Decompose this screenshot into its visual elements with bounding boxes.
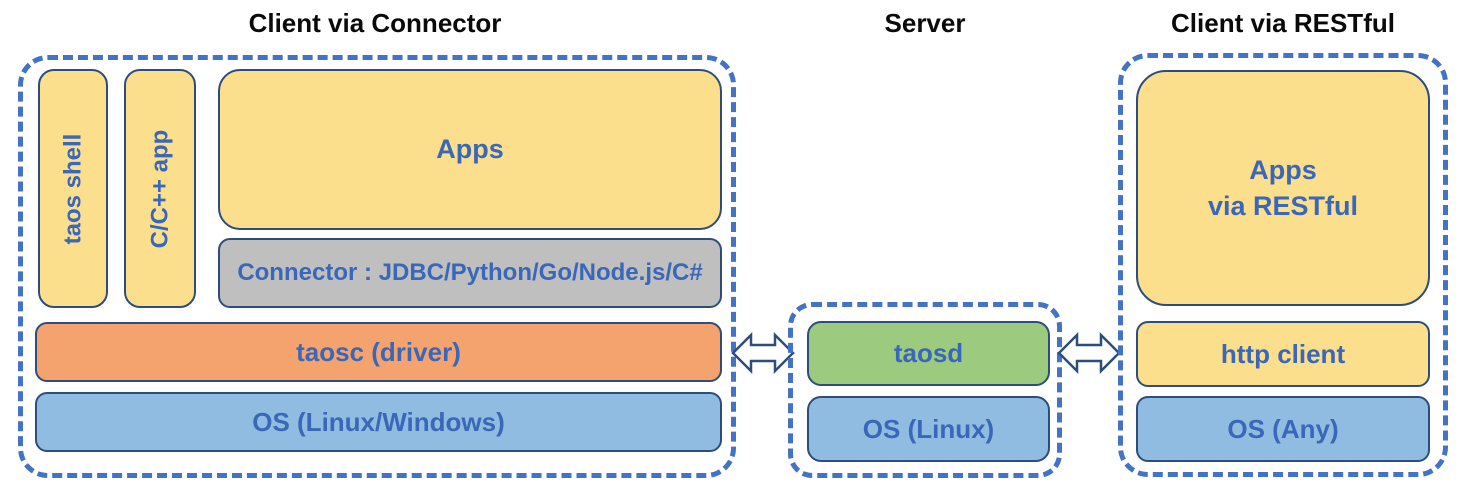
right-double-arrow-icon — [1057, 331, 1121, 375]
apps-label: Apps — [436, 134, 504, 164]
os-linux-box: OS (Linux) — [807, 396, 1050, 462]
taos-shell-label: taos shell — [59, 133, 86, 244]
connector-box: Connector : JDBC/Python/Go/Node.js/C# — [218, 238, 722, 308]
client-via-connector-title: Client via Connector — [248, 8, 502, 38]
apps-via-restful-label-line2: via RESTful — [1207, 191, 1359, 221]
os-any-box: OS (Any) — [1136, 396, 1430, 462]
os-linux-windows-box: OS (Linux/Windows) — [35, 392, 722, 452]
client-via-connector-group — [18, 55, 736, 478]
taos-shell-box: taos shell — [38, 69, 108, 308]
apps-via-restful-box: Apps via RESTful — [1136, 70, 1430, 306]
server-title: Server — [884, 8, 966, 38]
cpp-app-box: C/C++ app — [124, 69, 196, 308]
left-double-arrow-icon — [731, 331, 795, 375]
os-any-label: OS (Any) — [1227, 413, 1339, 444]
os-linux-windows-label: OS (Linux/Windows) — [252, 406, 505, 437]
http-client-box: http client — [1136, 321, 1430, 387]
client-via-restful-group — [1118, 53, 1448, 477]
taosc-driver-label: taosc (driver) — [296, 336, 461, 367]
connector-label: Connector : JDBC/Python/Go/Node.js/C# — [237, 259, 703, 286]
os-linux-label: OS (Linux) — [862, 413, 995, 444]
taosc-driver-box: taosc (driver) — [35, 322, 722, 382]
apps-box: Apps — [218, 69, 722, 230]
http-client-label: http client — [1220, 338, 1346, 369]
server-group — [788, 302, 1062, 478]
taosd-label: taosd — [893, 338, 964, 368]
client-via-restful-title: Client via RESTful — [1171, 8, 1395, 38]
apps-via-restful-label-line1: Apps — [1249, 154, 1317, 185]
taosd-box: taosd — [807, 321, 1050, 386]
cpp-app-label: C/C++ app — [146, 129, 174, 248]
